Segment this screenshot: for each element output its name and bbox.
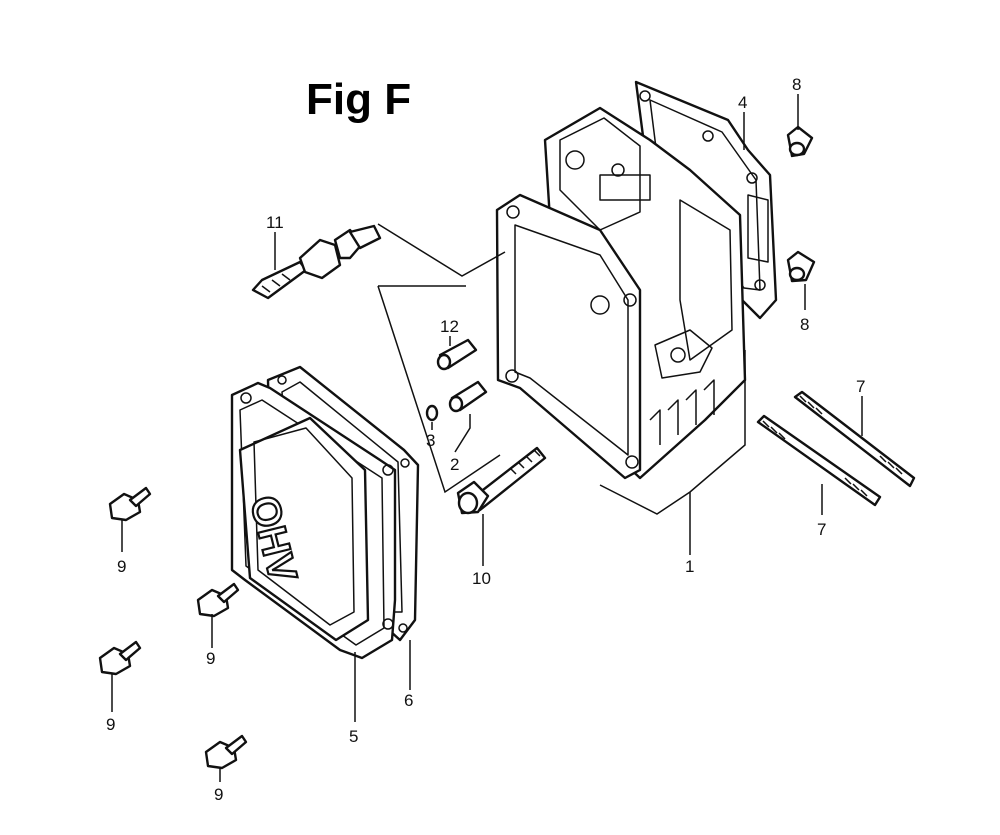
flange-bolt-9b: [196, 582, 240, 618]
spark-plug: [251, 224, 382, 300]
dowel-pin-lower: [786, 250, 816, 283]
callout-12: 12: [440, 317, 459, 336]
callout-9-b: 9: [206, 649, 215, 668]
stud-bolt-lower: [756, 414, 882, 507]
callout-8-upper: 8: [792, 75, 801, 94]
callout-8-lower: 8: [800, 315, 809, 334]
callout-11: 11: [266, 213, 284, 232]
o-ring-3: [425, 404, 439, 422]
callout-5: 5: [349, 727, 358, 746]
stud-bolt-upper: [793, 390, 916, 488]
head-cover: OHV: [230, 381, 397, 660]
figure-title: Fig F: [306, 75, 412, 124]
callout-1: 1: [685, 557, 694, 576]
dowel-pin-upper: [786, 125, 814, 158]
callout-6: 6: [404, 691, 413, 710]
callout-4: 4: [738, 93, 747, 112]
flange-bolt-9d: [204, 734, 248, 770]
callout-7-upper: 7: [856, 377, 865, 396]
callout-9-a: 9: [117, 557, 126, 576]
callout-7-lower: 7: [817, 520, 826, 539]
leader-lines: [111, 94, 863, 782]
callout-9-d: 9: [214, 785, 223, 804]
callout-labels: 11 4 8 8 12 3 2 7 7 10 1 9 9 9 9 5 6: [106, 75, 865, 804]
cylinder-head: [495, 106, 747, 480]
callout-3: 3: [426, 431, 435, 450]
flange-bolt-9c: [98, 640, 142, 676]
dowel-pin-2: [448, 380, 488, 413]
flange-bolt-9a: [108, 486, 152, 522]
dowel-pin-12: [436, 338, 478, 371]
callout-10: 10: [472, 569, 491, 588]
flange-bolt-10: [456, 446, 547, 515]
callout-2: 2: [450, 455, 459, 474]
callout-9-c: 9: [106, 715, 115, 734]
